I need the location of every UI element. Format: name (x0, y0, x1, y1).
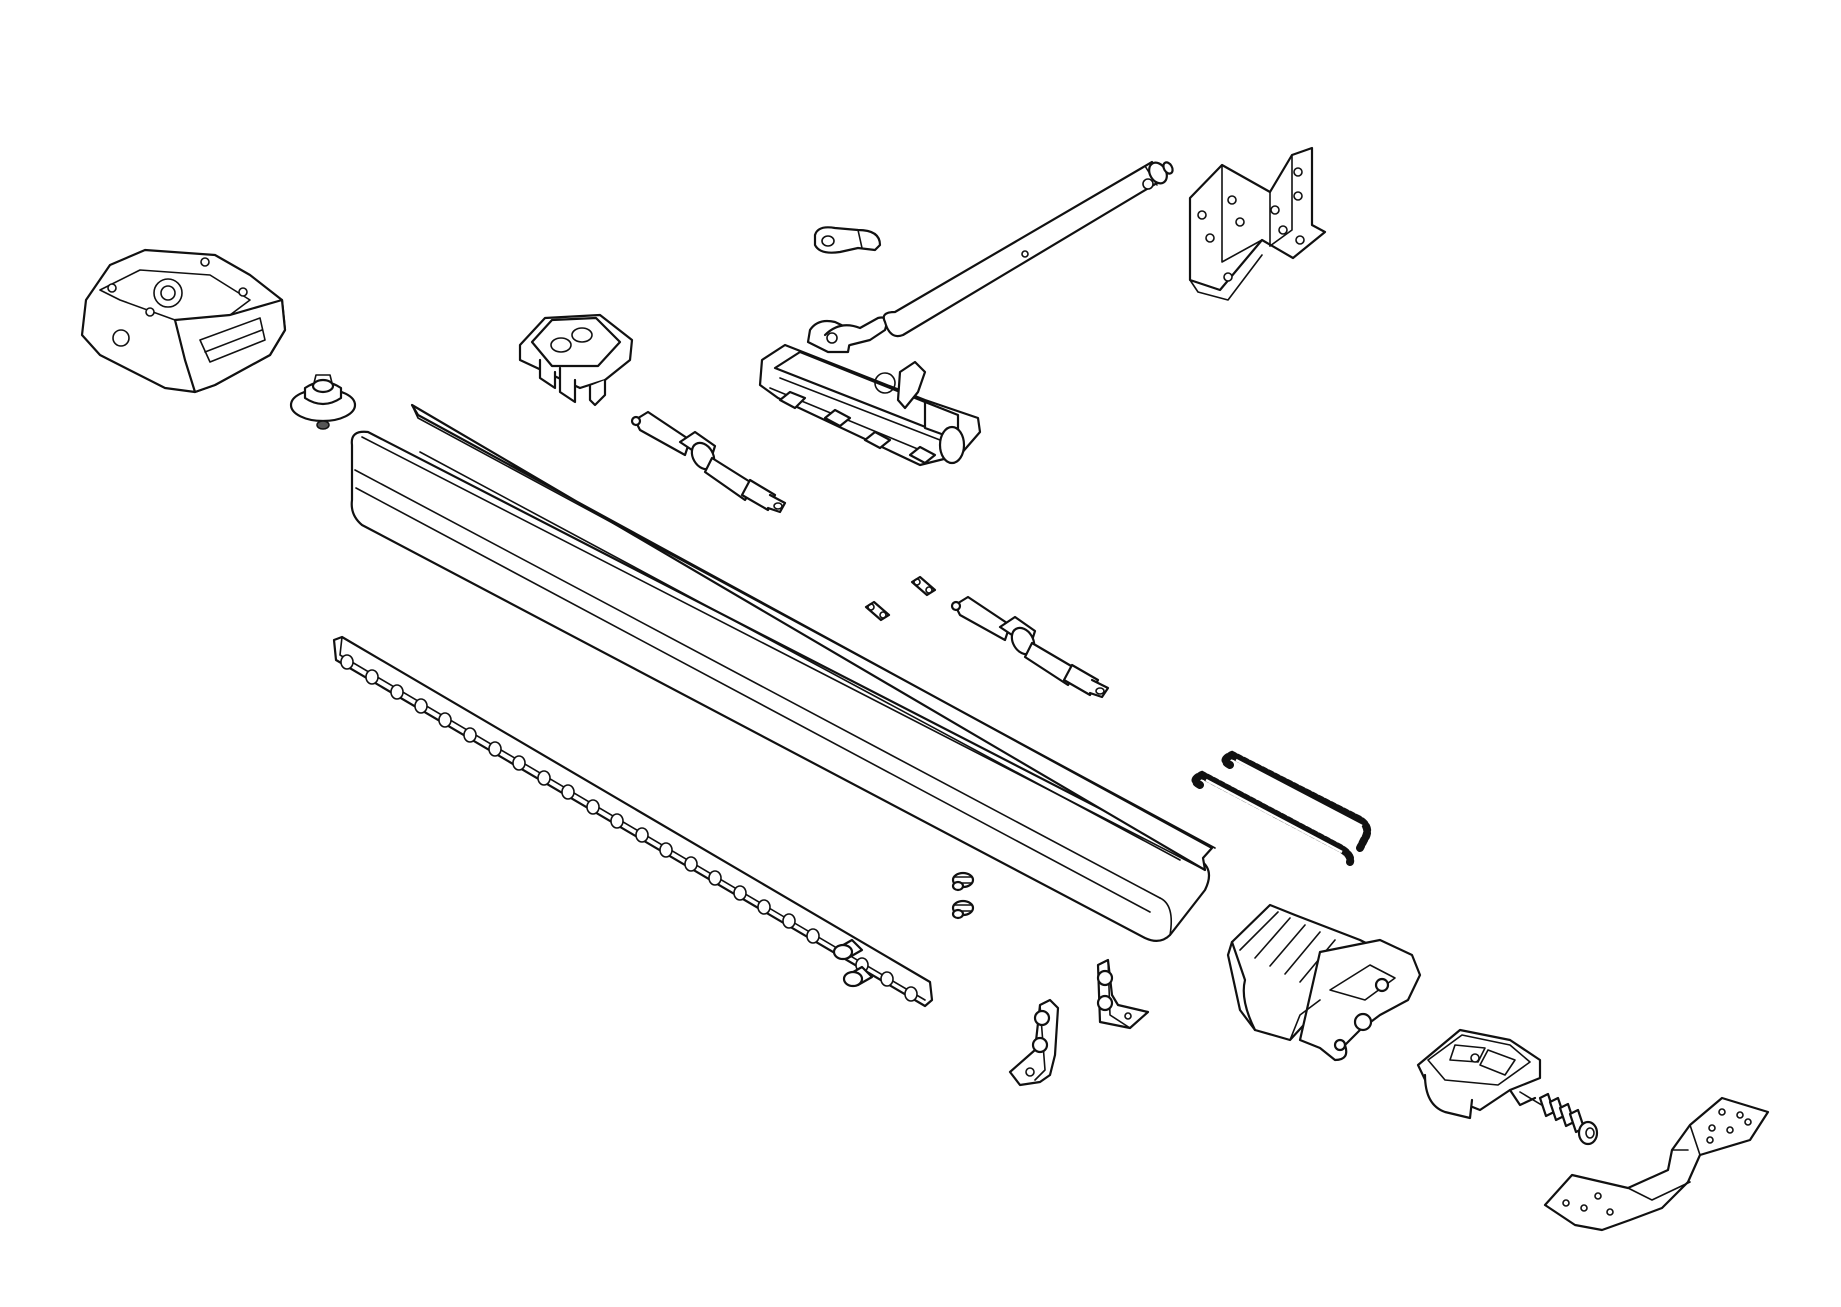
trolley-release-handle (813, 226, 882, 254)
screw (951, 871, 975, 892)
rail-channel-insert (410, 403, 1216, 872)
spring-screw (1519, 1091, 1599, 1146)
angle-bracket (1096, 958, 1150, 1030)
door-bracket (1188, 146, 1327, 301)
rail (350, 430, 1211, 942)
screw (832, 938, 864, 961)
curved-arm (882, 160, 1174, 338)
spring-tensioner (950, 595, 1110, 699)
chain-link (910, 575, 937, 597)
motor-unit-coupler (80, 248, 287, 394)
screw (951, 899, 975, 920)
angle-bracket (1008, 998, 1060, 1087)
clamp-block (518, 313, 634, 407)
support-bracket-holes (340, 654, 918, 1002)
idler-pulley-unit (1226, 903, 1422, 1062)
header-bracket (1543, 1096, 1770, 1232)
chain-link (864, 600, 891, 622)
belt-clamp (1416, 1028, 1599, 1146)
screw (842, 965, 874, 988)
roller-chain (1191, 750, 1372, 866)
trolley (758, 316, 982, 467)
spring-tensioner (630, 410, 787, 514)
sprocket (289, 374, 357, 430)
support-bracket (332, 635, 934, 1008)
